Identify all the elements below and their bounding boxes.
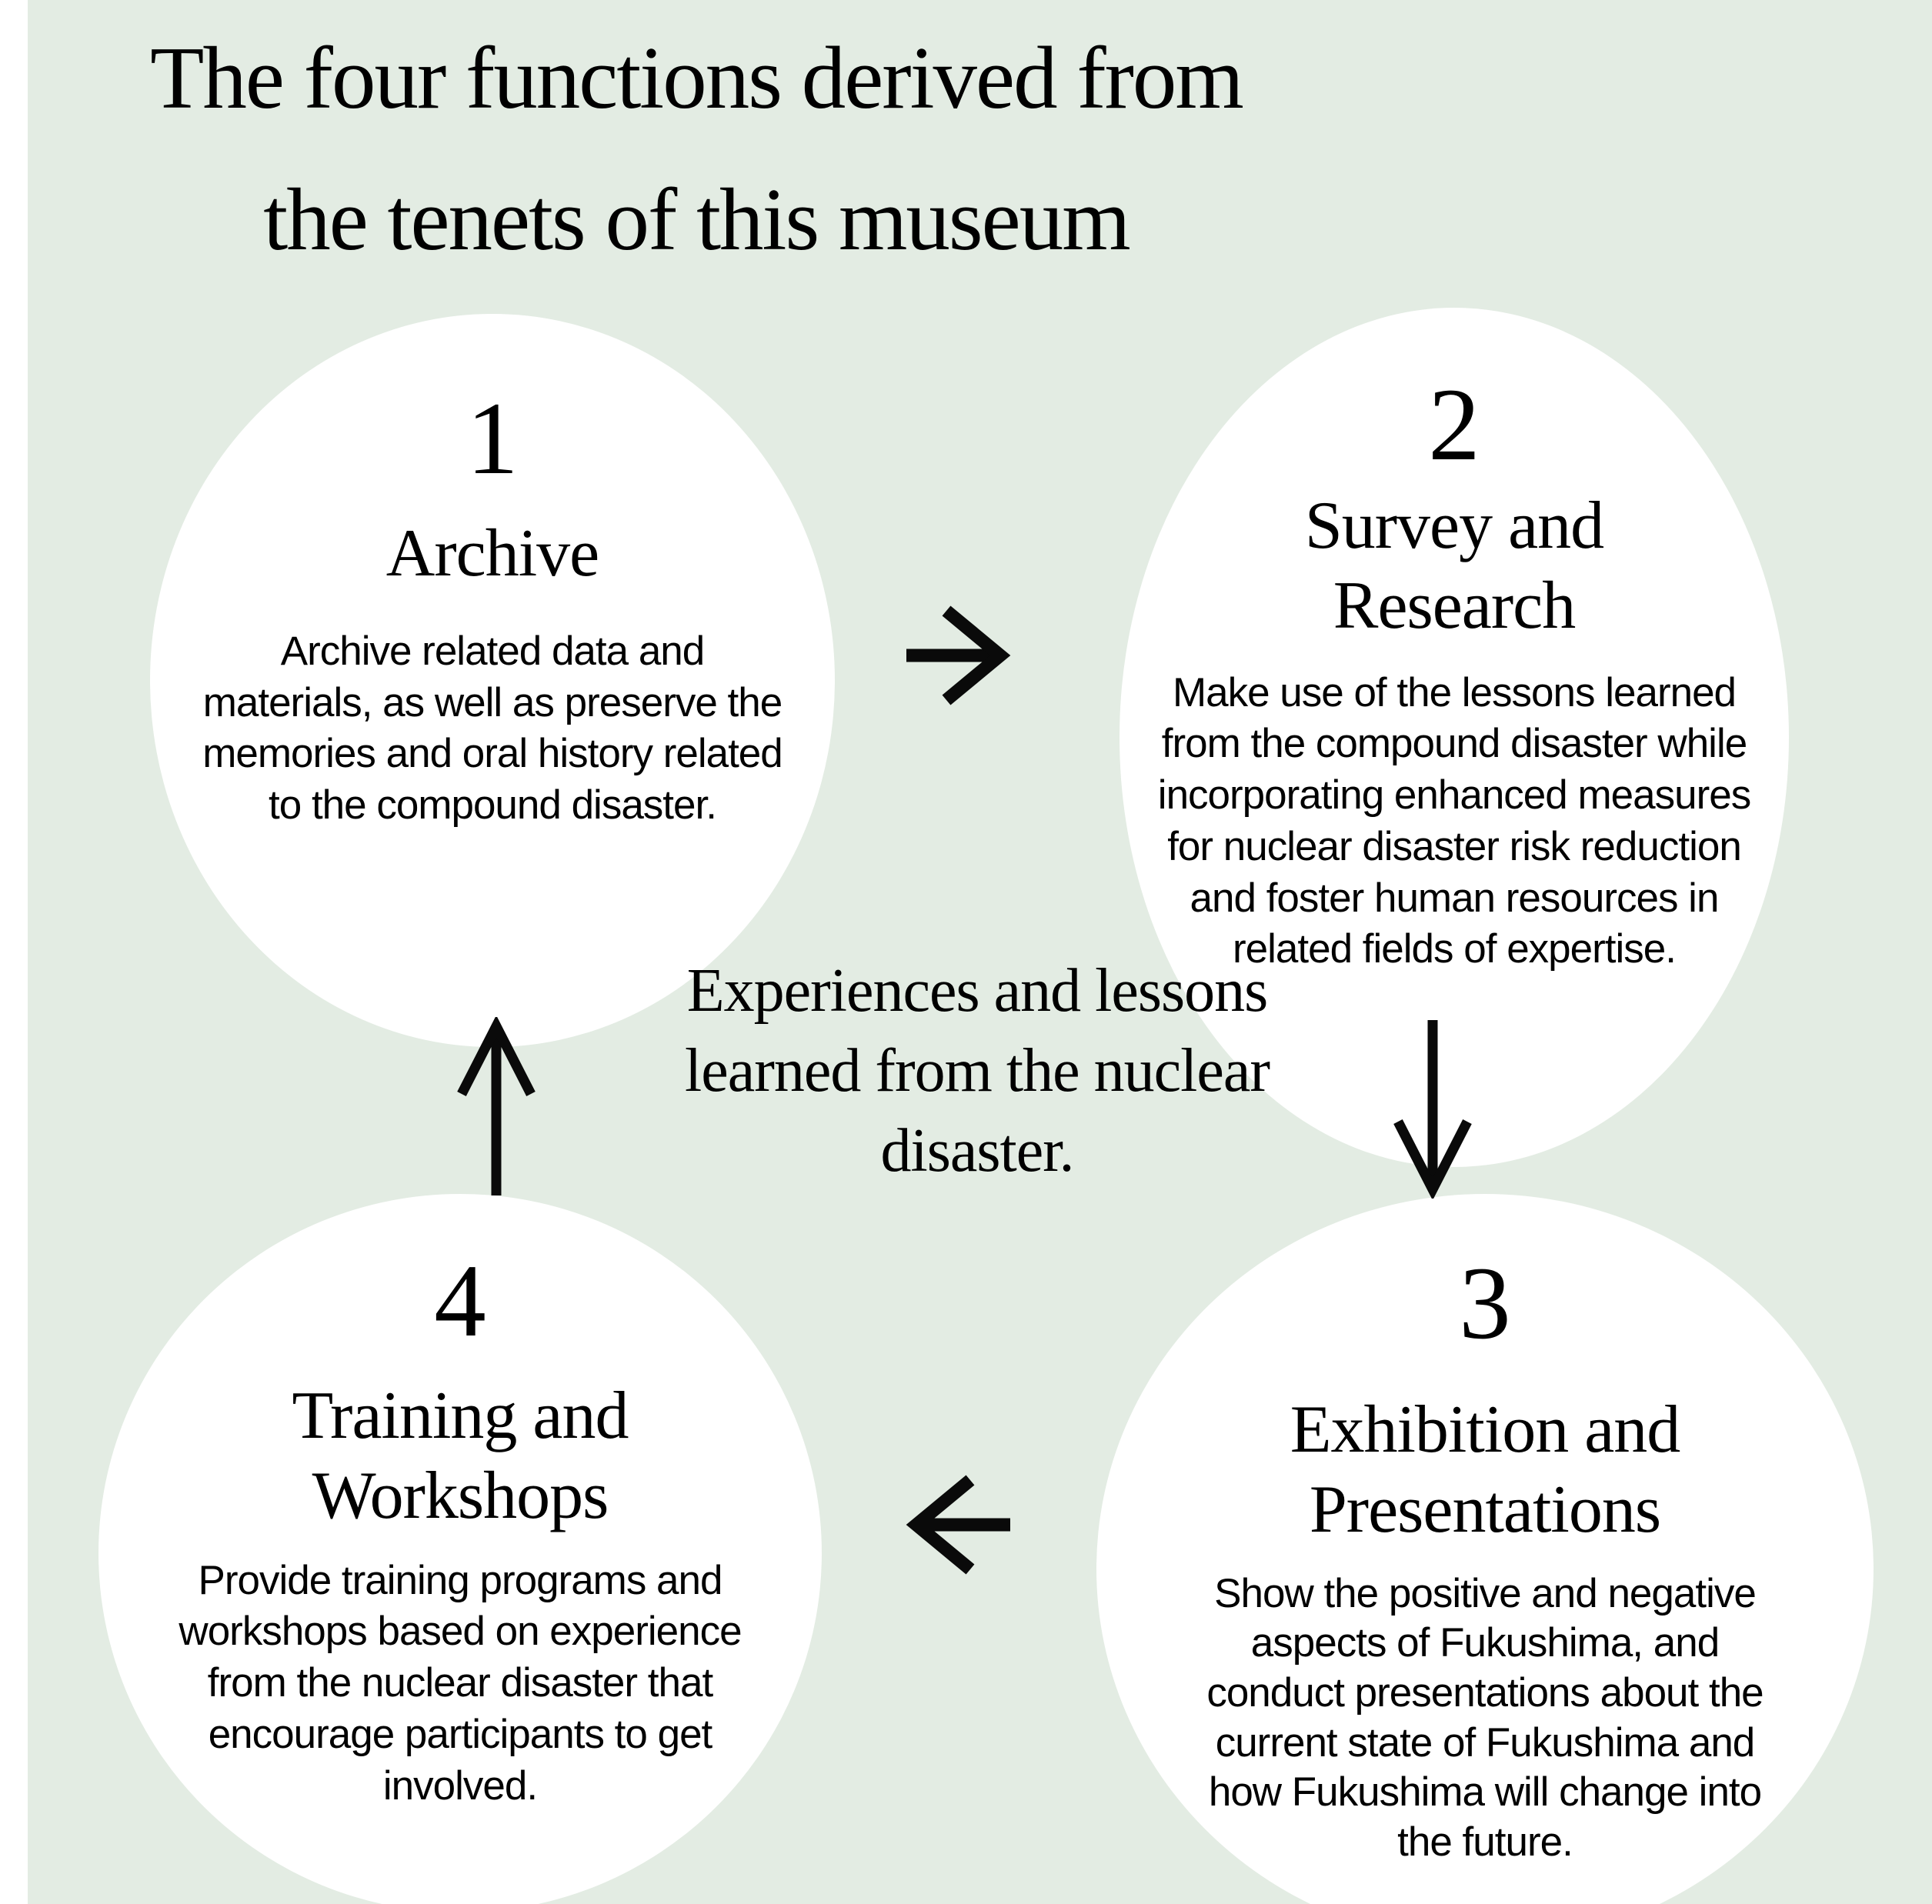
- function-circle-archive: 1 Archive Archive related data and mater…: [150, 314, 835, 1047]
- function-circle-survey-research: 2 Survey and Research Make use of the le…: [1119, 308, 1789, 1167]
- arrow-up-icon: [452, 1017, 541, 1202]
- arrow-down-icon: [1389, 1014, 1477, 1199]
- function-heading: Exhibition and Presentations: [1290, 1392, 1681, 1547]
- left-margin-strip: [0, 0, 28, 1904]
- function-heading: Survey and Research: [1304, 489, 1604, 643]
- page-title: The four functions derived from the tene…: [150, 29, 1244, 268]
- function-heading: Archive: [385, 516, 599, 591]
- function-circle-training-workshops: 4 Training and Workshops Provide trainin…: [98, 1194, 822, 1904]
- function-number: 1: [466, 382, 519, 496]
- function-description: Provide training programs and workshops …: [179, 1557, 742, 1809]
- function-number: 3: [1459, 1246, 1511, 1361]
- arrow-left-icon: [899, 1471, 1018, 1579]
- function-circle-exhibition-presentations: 3 Exhibition and Presentations Show the …: [1096, 1194, 1874, 1904]
- function-description: Show the positive and negative aspects o…: [1206, 1570, 1763, 1865]
- function-number: 4: [434, 1244, 486, 1359]
- function-number: 2: [1428, 368, 1480, 482]
- function-description: Make use of the lessons learned from the…: [1157, 669, 1751, 972]
- cycle-center-label: Experiences and lessons learned from the…: [684, 957, 1270, 1185]
- function-description: Archive related data and materials, as w…: [202, 628, 783, 829]
- arrow-right-icon: [899, 602, 1018, 709]
- function-heading: Training and Workshops: [292, 1379, 629, 1533]
